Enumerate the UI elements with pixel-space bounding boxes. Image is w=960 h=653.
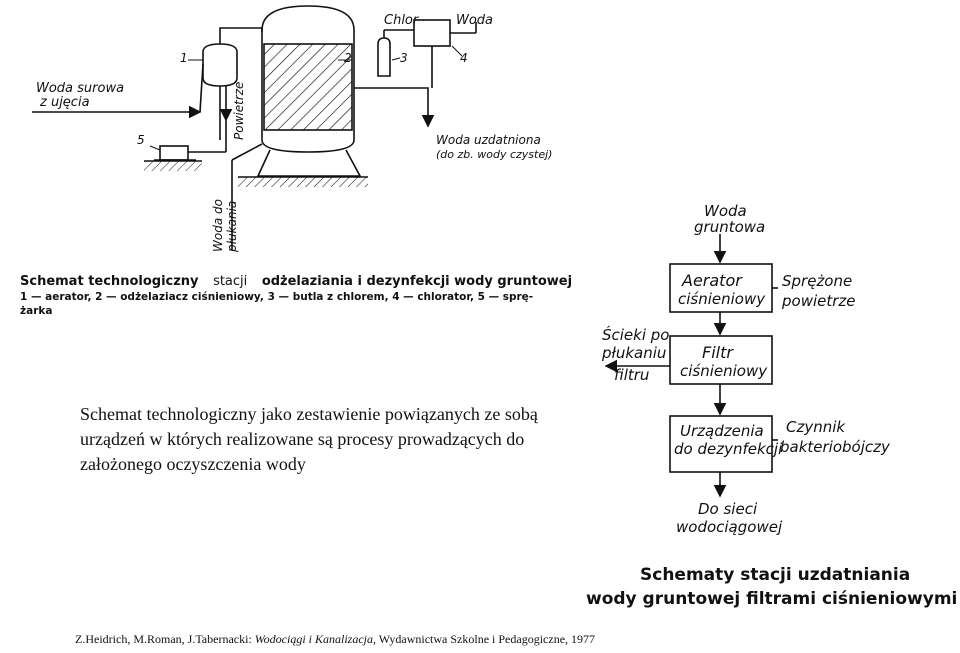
left-diagram-labels: Woda surowa z ujęcia Powietrze Chlor Wod… [36, 13, 552, 253]
label-treated-2: (do zb. wody czystej) [436, 148, 552, 161]
label-raw-water-2: z ujęcia [39, 95, 90, 110]
label-filter-2: ciśnieniowy [680, 362, 768, 380]
label-wash-water-1: Woda do [211, 199, 225, 252]
label-n1: 1 [180, 51, 188, 65]
label-wastewater-2: płukaniu [601, 344, 666, 362]
label-n2: 2 [344, 51, 352, 65]
box-disinfection [669, 415, 773, 473]
caption-title-a: Schemat technologiczny [20, 274, 199, 289]
reference: Z.Heidrich, M.Roman, J.Tabernacki: Wodoc… [75, 632, 595, 647]
label-disinfection-2: do dezynfekcji [674, 440, 783, 458]
label-compressed-air-1: Sprężone [782, 272, 852, 290]
box-filter [669, 335, 773, 385]
label-n5: 5 [137, 133, 145, 147]
label-filter-1: Filtr [702, 343, 734, 362]
label-compressed-air-2: powietrze [781, 292, 856, 310]
label-aerator-1: Aerator [681, 271, 743, 290]
description-text: Schemat technologiczny jako zestawienie … [80, 404, 538, 474]
label-wash-water-2: płukania [225, 201, 239, 253]
label-agent-2: bakteriobójczy [780, 438, 891, 456]
label-disinfection-1: Urządzenia [680, 422, 764, 440]
process-diagram-left [32, 5, 477, 250]
label-raw-water-1: Woda surowa [36, 81, 124, 96]
aerator-to-filter-pipe [219, 27, 263, 44]
label-network-1: Do sieci [698, 500, 758, 518]
left-caption: Schemat technologiczny stacji odżelazian… [20, 274, 572, 317]
label-ground-water-2: gruntowa [694, 218, 765, 236]
caption-title-b: stacji [213, 274, 247, 289]
label-chlorine: Chlor [384, 13, 420, 28]
label-agent-1: Czynnik [786, 418, 846, 436]
label-ground-water-1: Woda [704, 202, 747, 220]
caption-legend: 1 — aerator, 2 — odżelaziacz ciśnieniowy… [20, 291, 533, 303]
pressure-filter [261, 5, 355, 153]
right-caption-title-2: wody gruntowej filtrami ciśnieniowymi [586, 589, 957, 609]
filter-bed [263, 43, 353, 131]
reference-title: Wodociągi i Kanalizacja [254, 632, 374, 646]
chlorinator [413, 19, 451, 47]
block-diagram-labels: Woda gruntowa Aerator ciśnieniowy Sprężo… [601, 202, 891, 536]
chlorine-cylinder [377, 37, 391, 77]
reference-authors: Z.Heidrich, M.Roman, J.Tabernacki: [75, 632, 255, 646]
label-treated-1: Woda uzdatniona [436, 133, 541, 147]
treated-water-pipe [354, 87, 435, 128]
label-wastewater-3: filtru [614, 366, 649, 384]
right-caption: Schematy stacji uzdatniania wody gruntow… [586, 565, 957, 609]
aerator-vessel [202, 43, 238, 87]
svg-text:Schemat technologiczny s: Schemat technologiczny stacji odżelazian… [20, 274, 572, 289]
label-aerator-2: ciśnieniowy [678, 290, 766, 308]
caption-legend-end: żarka [20, 305, 52, 317]
label-wastewater-1: Ścieki po [602, 325, 670, 344]
right-caption-title-1: Schematy stacji uzdatniania [640, 565, 910, 585]
caption-title-c: odżelaziania i dezynfekcji wody gruntowe… [262, 274, 572, 289]
label-water: Woda [456, 13, 493, 28]
compressor [159, 145, 189, 161]
label-n4: 4 [460, 51, 468, 65]
filter-support [256, 149, 362, 177]
label-air: Powietrze [232, 82, 246, 140]
label-network-2: wodociągowej [676, 518, 783, 536]
reference-publisher: , Wydawnictwa Szkolne i Pedagogiczne, 19… [373, 632, 596, 646]
block-diagram-right [604, 234, 778, 498]
label-n3: 3 [400, 51, 408, 65]
